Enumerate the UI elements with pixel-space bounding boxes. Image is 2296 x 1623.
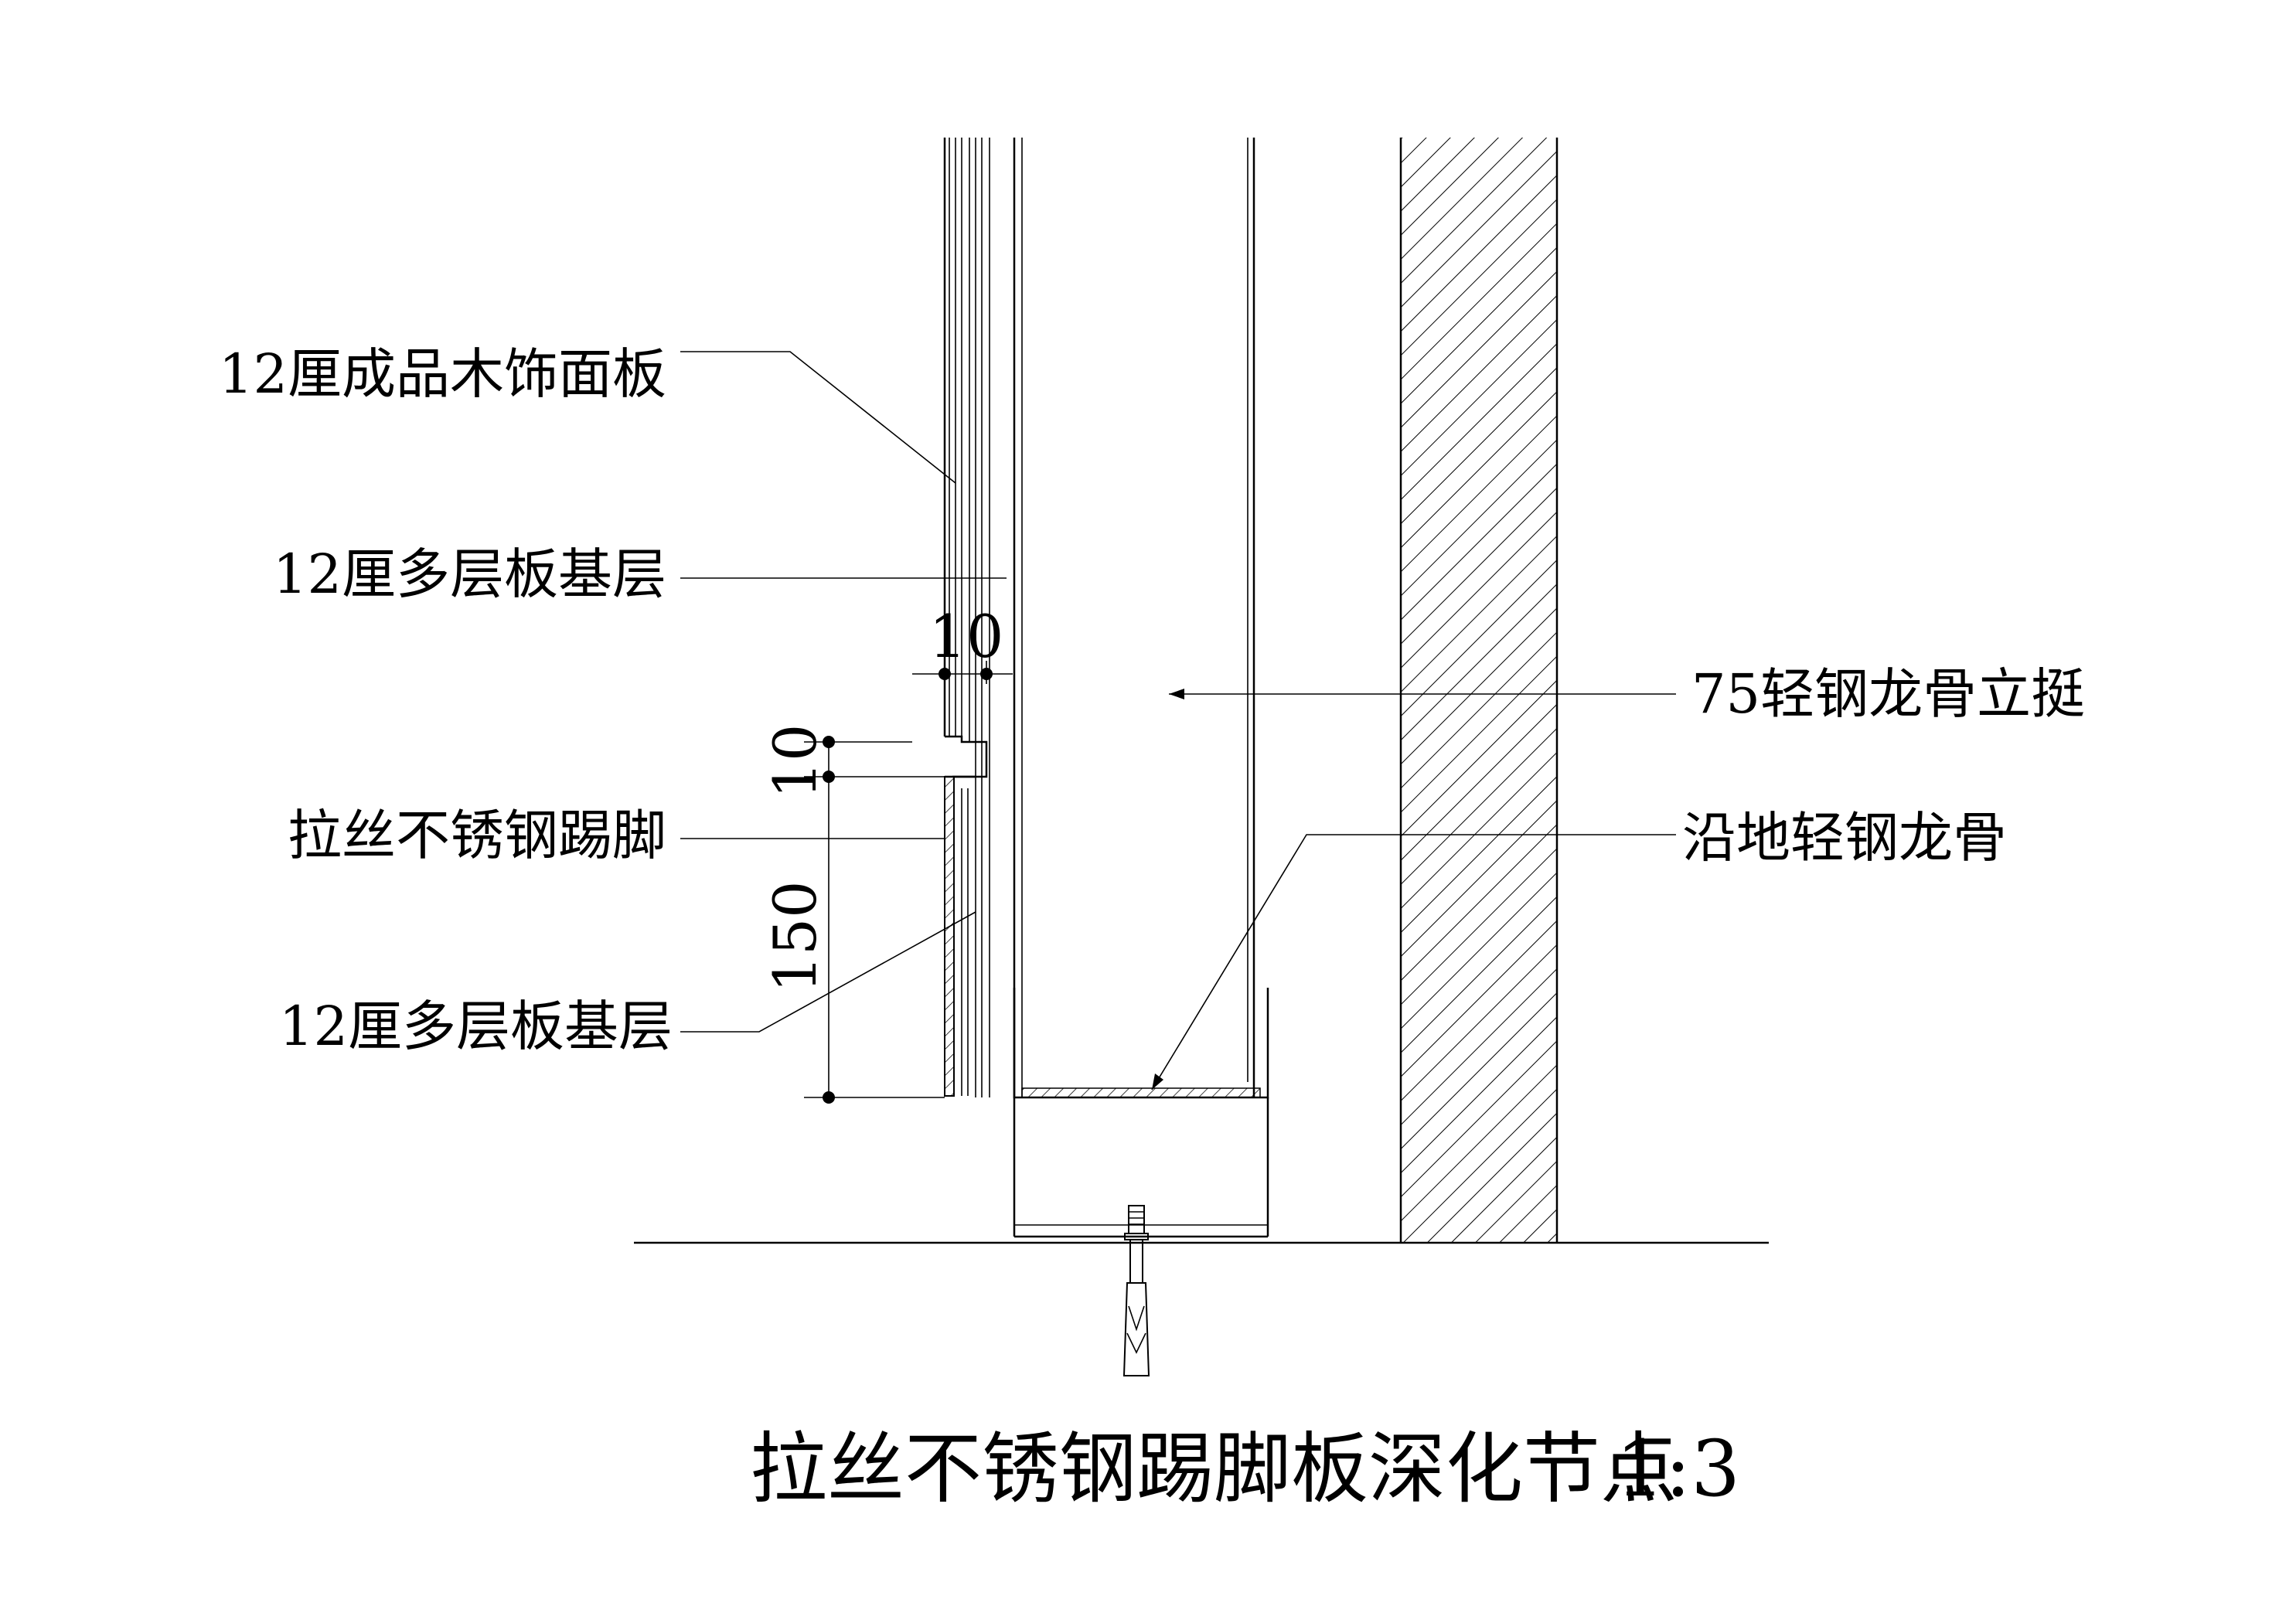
dimension-gap-vertical: 10 [761,724,829,799]
dimension-lines [804,661,1013,1104]
concrete-wall [1399,138,1558,1243]
drawing-title: 拉丝不锈钢踢脚板深化节点 [750,1424,1678,1514]
steel-stud [1247,138,1255,1097]
label-face-panel: 12厘成品木饰面板 [219,342,666,406]
label-plywood-base-lower: 12厘多层板基层 [279,995,673,1058]
floor-track [1013,988,1269,1238]
label-steel-stud: 75轻钢龙骨立挺 [1691,662,2085,726]
dimension-gap-horizontal: 10 [929,602,1004,671]
stainless-kick-plate [944,775,976,1097]
drawing-scale: 1:3 [1616,1424,1740,1514]
leader-lines [680,351,1676,1091]
label-plywood-base-upper: 12厘多层板基层 [273,543,666,606]
label-stainless-kick: 拉丝不锈钢踢脚 [288,804,666,867]
anchor-bolt-icon [1122,1205,1150,1376]
face-panel-layers [943,138,1023,1097]
dimension-kick-height: 150 [761,880,829,992]
label-floor-track: 沿地轻钢龙骨 [1682,806,2007,869]
